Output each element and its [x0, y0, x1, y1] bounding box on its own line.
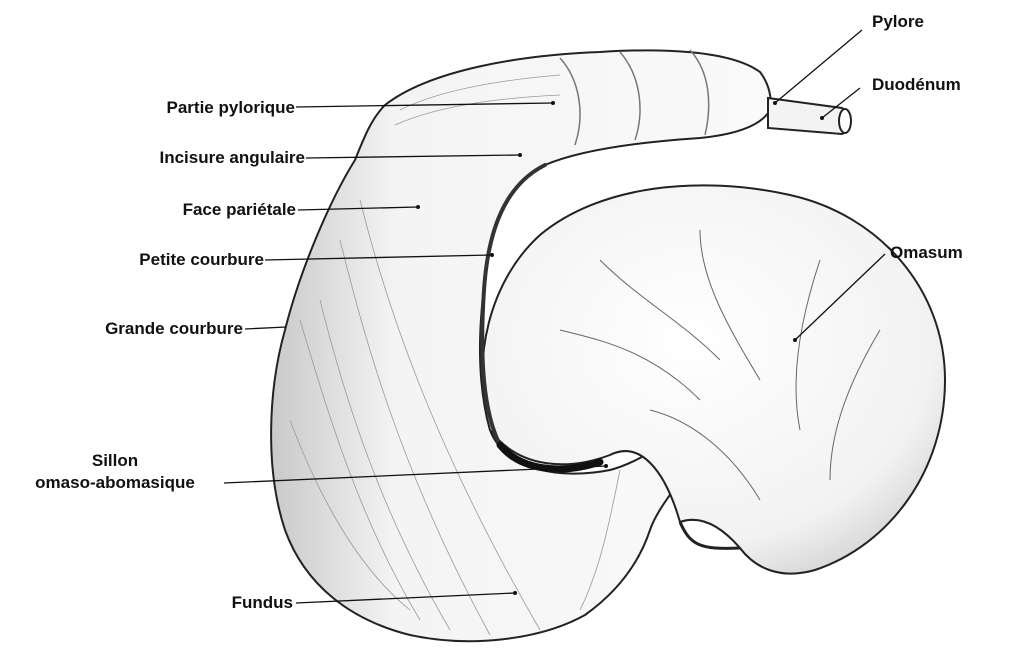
leader-pylore: [775, 30, 862, 103]
label-petite-courbure: Petite courbure: [90, 250, 264, 270]
label-pylore: Pylore: [872, 12, 924, 32]
duodenum-opening: [839, 109, 851, 133]
label-sillon-line1: Sillon: [10, 451, 220, 471]
leader-grande-courbure: [245, 327, 286, 329]
label-fundus: Fundus: [150, 593, 293, 613]
label-sillon-line2: omaso-abomasique: [10, 473, 220, 493]
duodenum-shape: [768, 98, 850, 134]
label-incisure-angulaire: Incisure angulaire: [100, 148, 305, 168]
label-omasum: Omasum: [890, 243, 963, 263]
label-duodenum: Duodénum: [872, 75, 961, 95]
label-partie-pylorique: Partie pylorique: [110, 98, 295, 118]
label-face-parietale: Face pariétale: [110, 200, 296, 220]
label-grande-courbure: Grande courbure: [30, 319, 243, 339]
